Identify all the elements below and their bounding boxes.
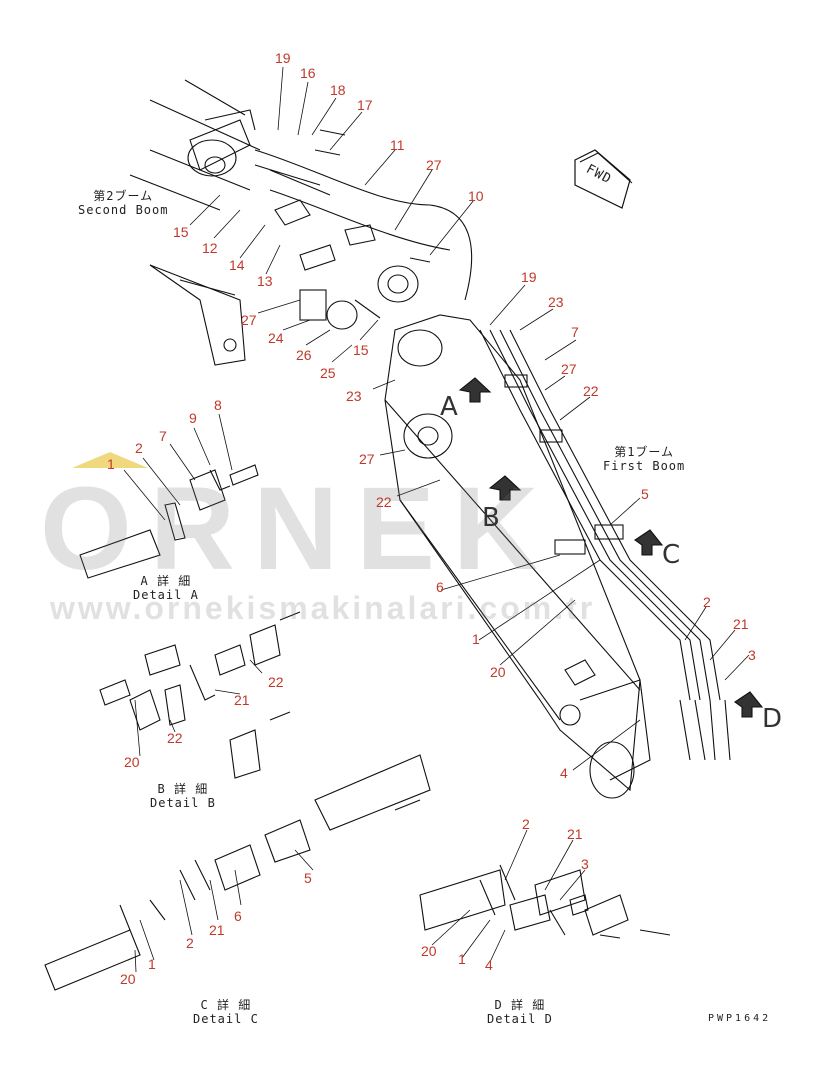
callout-label: 8 xyxy=(214,397,222,413)
callout-label: 22 xyxy=(583,383,599,399)
callout-label: 2 xyxy=(186,935,194,951)
callout-label: 14 xyxy=(229,257,245,273)
callout-label: 5 xyxy=(641,486,649,502)
callout-label: 24 xyxy=(268,330,284,346)
watermark-url: www.ornekismakinalari.com.tr xyxy=(50,590,596,626)
callout-label: 7 xyxy=(571,324,579,340)
callout-label: 27 xyxy=(359,451,375,467)
callout-label: 22 xyxy=(376,494,392,510)
callout-label: 20 xyxy=(421,943,437,959)
callout-label: 21 xyxy=(567,826,583,842)
view-letter-b: B xyxy=(482,503,500,533)
detail-c-jp: C 詳 細 xyxy=(200,998,252,1012)
second-boom-jp: 第2ブーム xyxy=(93,189,154,203)
detail-d-jp: D 詳 細 xyxy=(494,998,546,1012)
callout-label: 23 xyxy=(548,294,564,310)
callout-label: 15 xyxy=(353,342,369,358)
first-boom-drawing xyxy=(254,149,651,799)
watermark-accent-icon xyxy=(72,452,148,468)
detail-a-en: Detail A xyxy=(133,587,199,602)
detail-d-caption: D 詳 細 Detail D xyxy=(487,998,553,1027)
detail-c-drawing xyxy=(44,754,431,991)
callout-label: 27 xyxy=(241,312,257,328)
callout-leaders xyxy=(123,66,750,973)
watermark-brand: ORNEK xyxy=(40,463,557,595)
callout-label: 21 xyxy=(733,616,749,632)
callout-label: 16 xyxy=(300,65,316,81)
callout-label: 20 xyxy=(490,664,506,680)
detail-b-drawing xyxy=(99,611,301,779)
callout-label: 12 xyxy=(202,240,218,256)
figure-code: PWP1642 xyxy=(708,1013,772,1024)
detail-c-en: Detail C xyxy=(193,1011,259,1026)
callout-label: 2 xyxy=(703,594,711,610)
detail-a-drawing xyxy=(79,464,259,579)
second-boom-label: 第2ブーム Second Boom xyxy=(78,189,169,218)
detail-b-jp: B 詳 細 xyxy=(157,782,209,796)
callout-label: 11 xyxy=(390,137,405,153)
second-boom-en: Second Boom xyxy=(78,202,169,217)
detail-d-en: Detail D xyxy=(487,1011,553,1026)
callout-label: 26 xyxy=(296,347,312,363)
callout-label: 3 xyxy=(581,856,589,872)
callout-label: 21 xyxy=(234,692,250,708)
callout-label: 6 xyxy=(436,579,444,595)
callout-label: 1 xyxy=(107,456,115,472)
detail-a-caption: A 詳 細 Detail A xyxy=(133,574,199,603)
callout-label: 27 xyxy=(561,361,577,377)
callout-label: 21 xyxy=(209,922,225,938)
callout-label: 27 xyxy=(426,157,442,173)
view-letter-d: D xyxy=(762,704,783,734)
callout-label: 3 xyxy=(748,647,756,663)
callout-label: 20 xyxy=(120,971,136,987)
detail-b-caption: B 詳 細 Detail B xyxy=(150,782,216,811)
callout-label: 25 xyxy=(320,365,336,381)
callout-label: 19 xyxy=(275,50,291,66)
callout-label: 20 xyxy=(124,754,140,770)
callout-label: 19 xyxy=(521,269,537,285)
detail-d-drawing xyxy=(419,864,671,939)
callout-label: 1 xyxy=(148,956,156,972)
callout-label: 10 xyxy=(468,188,484,204)
view-letter-a: A xyxy=(440,392,458,422)
pin-parts xyxy=(254,129,431,330)
view-arrows xyxy=(458,377,764,718)
callout-label: 17 xyxy=(357,97,373,113)
first-boom-jp: 第1ブーム xyxy=(614,445,675,459)
callout-label: 5 xyxy=(304,870,312,886)
callout-label: 1 xyxy=(472,631,480,647)
callout-label: 18 xyxy=(330,82,346,98)
callout-label: 4 xyxy=(560,765,568,781)
detail-b-en: Detail B xyxy=(150,795,216,810)
view-letter-c: C xyxy=(662,540,681,570)
callout-label: 23 xyxy=(346,388,362,404)
callout-label: 13 xyxy=(257,273,273,289)
first-boom-en: First Boom xyxy=(603,458,686,473)
callout-label: 22 xyxy=(268,674,284,690)
callout-label: 22 xyxy=(167,730,183,746)
callout-label: 2 xyxy=(522,816,530,832)
callout-label: 4 xyxy=(485,957,493,973)
callout-label: 9 xyxy=(189,410,197,426)
detail-a-jp: A 詳 細 xyxy=(140,574,192,588)
first-boom-label: 第1ブーム First Boom xyxy=(603,445,686,474)
callout-label: 1 xyxy=(458,951,466,967)
callout-label: 7 xyxy=(159,428,167,444)
callout-label: 6 xyxy=(234,908,242,924)
detail-c-caption: C 詳 細 Detail C xyxy=(193,998,259,1027)
fwd-arrow xyxy=(574,149,633,209)
second-boom-drawing xyxy=(129,79,261,366)
callout-label: 2 xyxy=(135,440,143,456)
callout-label: 15 xyxy=(173,224,189,240)
